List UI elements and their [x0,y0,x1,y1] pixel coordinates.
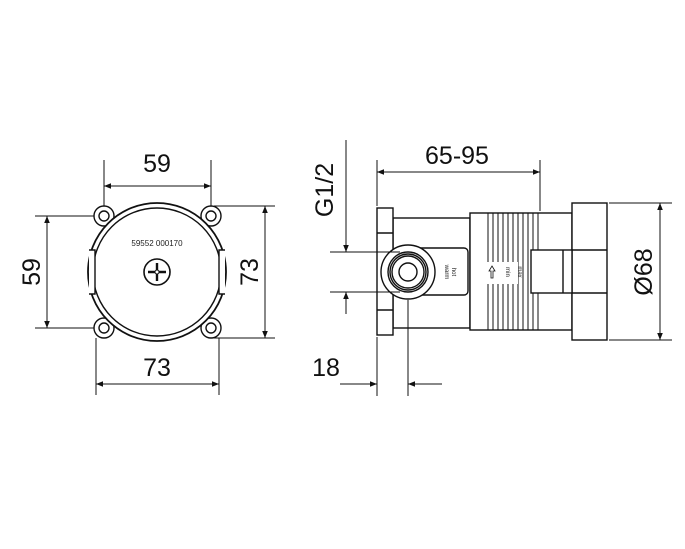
label-warm: warm [443,264,449,280]
dim-depth-range: 65-95 [425,142,489,170]
label-hot: hot [450,268,456,277]
cover-nut [571,202,608,341]
dim-top-width: 59 [143,150,171,178]
side-dimension-lines [330,140,672,396]
label-min: min [504,267,510,277]
front-view [87,202,227,342]
dim-offset: 18 [312,354,340,382]
arrow-icon [488,265,496,279]
inlet-port [380,244,436,300]
front-dimension-lines [35,160,275,395]
side-view [376,202,608,341]
housing-flat-right [218,249,225,295]
part-number: 59552 000170 [131,239,183,248]
mounting-ears [93,205,222,339]
dim-bottom-width: 73 [143,354,171,382]
dim-right-height: 73 [236,258,264,286]
stop-block [530,249,573,294]
label-max: max [516,266,522,277]
screw-icon [143,258,171,286]
dim-left-height: 59 [18,258,46,286]
dim-thread: G1/2 [311,163,339,217]
housing-flat-left [89,249,96,295]
dim-diameter: Ø68 [630,248,658,295]
